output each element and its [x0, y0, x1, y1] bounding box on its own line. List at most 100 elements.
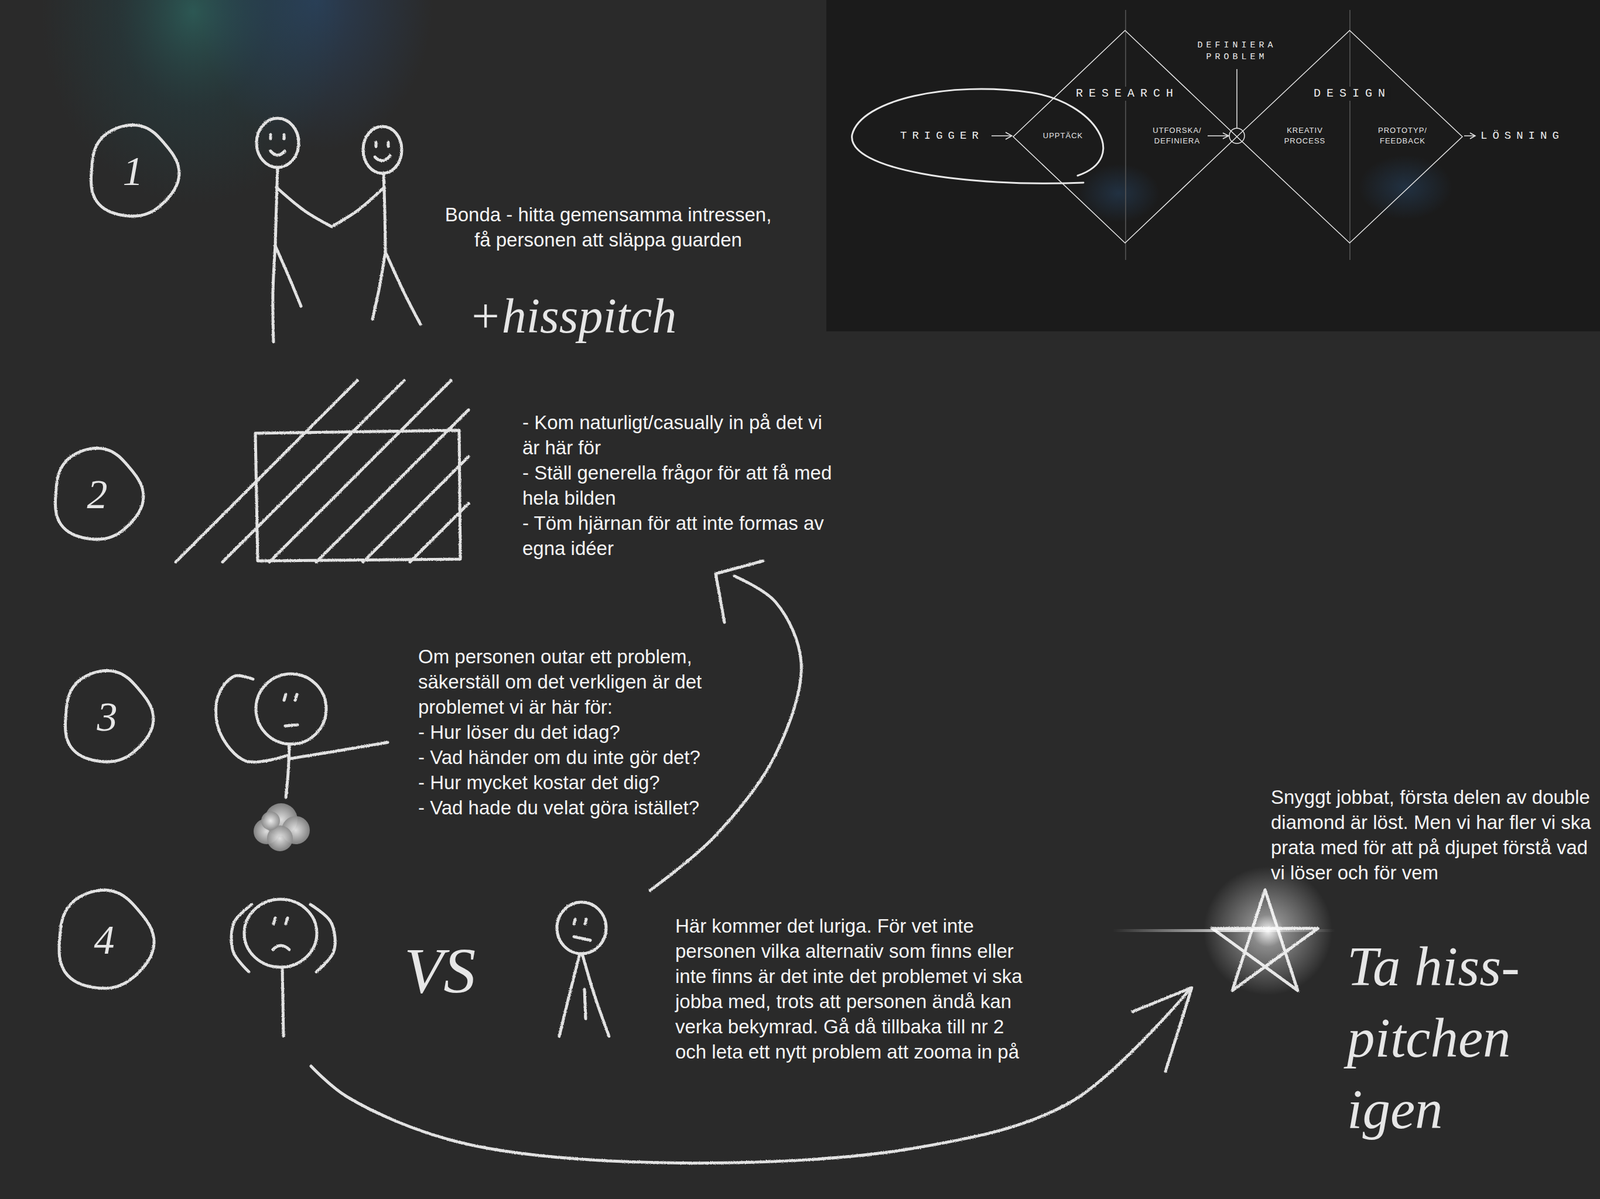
text-column: Snyggt jobbat, första delen av double di…: [1270, 784, 1592, 886]
step-number: 3: [97, 696, 118, 738]
person-body: [282, 967, 284, 1037]
arrow-head: [1132, 987, 1192, 1072]
back-arrow: [650, 576, 802, 891]
person-eyes: [573, 919, 587, 925]
person-eyes: [284, 694, 297, 701]
diamond-shape: [1013, 30, 1237, 244]
cloud-puff: [261, 811, 280, 831]
worry-cloud: [253, 803, 310, 852]
handwritten-note: Ta hiss- pitchen igen: [1346, 931, 1593, 1146]
hand-on-head: [310, 904, 335, 973]
question-bullet: - Vad hade du velat göra istället?: [418, 795, 711, 821]
star-flare: [1112, 929, 1336, 933]
solution-label: LÖSNING: [1480, 128, 1565, 144]
person-leg: [385, 251, 421, 325]
step-number-circle: 4: [55, 891, 154, 990]
phase-title: RESEARCH: [1072, 86, 1179, 101]
pointer-line: [1236, 69, 1238, 129]
glow: [199, 0, 434, 153]
handwritten-note: +hisspitch: [468, 286, 677, 346]
hand-drawn-circle: [91, 124, 180, 217]
panel-lines: [852, 9, 1476, 261]
step-note: Om personen outar ett problem, säkerstäl…: [418, 644, 711, 720]
person-arm: [276, 187, 332, 227]
person-body: [383, 173, 386, 252]
text-column: Om personen outar ett problem, säkerstäl…: [418, 644, 711, 821]
photo-glow: [1358, 155, 1453, 220]
person-head: [556, 902, 607, 955]
step-number-circle: 2: [51, 449, 143, 541]
step-number: 4: [94, 920, 115, 962]
text-column: Här kommer det luriga. För vet inte pers…: [675, 913, 1036, 1065]
small-arrow: [991, 135, 1012, 137]
phase-title: DESIGN: [1310, 86, 1391, 101]
person-mouth: [573, 937, 591, 941]
text-column: - Kom naturligt/casually in på det vi är…: [522, 409, 836, 562]
step-number-circle: 3: [61, 671, 153, 764]
person-leg: [372, 251, 386, 320]
hatch-line: [363, 456, 469, 563]
step-note: Här kommer det luriga. För vet inte pers…: [675, 913, 1036, 1065]
phase-step: UPPTÄCK: [1033, 130, 1093, 142]
small-arrow: [1207, 135, 1229, 137]
pen-loop: [852, 89, 1104, 184]
question-bullet: - Hur mycket kostar det dig?: [418, 770, 711, 796]
diamond-shape: [1236, 30, 1463, 244]
step-number-circle: 1: [87, 125, 179, 218]
phase-step: UTFORSKA/ DEFINIERA: [1147, 125, 1207, 147]
phase-step: KREATIV PROCESS: [1275, 125, 1335, 147]
question-bullet: - Vad händer om du inte gör det?: [418, 744, 711, 771]
person-body: [584, 989, 586, 1020]
person-eyes: [273, 918, 288, 925]
person-eyes: [375, 142, 389, 147]
person-body: [285, 744, 290, 798]
hatch-line: [222, 380, 405, 563]
person-leg: [272, 245, 276, 343]
hand-drawn-circle: [55, 448, 144, 540]
step-bullet: - Kom naturligt/casually in på det vi är…: [522, 409, 836, 461]
hand-on-head: [231, 904, 252, 973]
person-body: [275, 167, 278, 246]
arrow-head: [715, 561, 764, 623]
person-head: [363, 126, 402, 174]
question-bullet: - Hur löser du det idag?: [418, 719, 711, 745]
person-sad-mouth: [272, 945, 290, 950]
photo-glow: [1077, 163, 1160, 223]
step-number: 1: [122, 151, 144, 193]
small-arrow-head: [1469, 132, 1476, 139]
hatch-line: [316, 409, 469, 563]
hatch-line: [409, 503, 469, 563]
versus-mark: VS: [404, 935, 476, 1007]
person-head: [255, 674, 327, 745]
person-arm: [333, 187, 385, 226]
phase-diamond: DESIGN KREATIV PROCESS PROTOTYP/ FEEDBACK: [1236, 30, 1463, 244]
person-head: [256, 118, 299, 168]
diagram-panel: [826, 0, 1600, 332]
summary-note: Snyggt jobbat, första delen av double di…: [1270, 784, 1592, 886]
phase-diamond: RESEARCH UPPTÄCK UTFORSKA/ DEFINIERA: [1013, 30, 1237, 244]
step-note: Bonda - hitta gemensamma intressen, få p…: [439, 202, 777, 253]
hand-drawn-circle: [59, 890, 155, 989]
person-smile: [374, 155, 391, 162]
step-number: 2: [87, 474, 108, 516]
person-leg: [275, 245, 302, 307]
trigger-label: TRIGGER: [900, 128, 984, 144]
small-arrow-head: [1222, 132, 1229, 139]
person-eyes: [270, 134, 285, 139]
guide-line: [1349, 9, 1351, 261]
phase-step: PROTOTYP/ FEEDBACK: [1373, 125, 1432, 147]
person-mouth: [285, 725, 298, 727]
small-arrow-head: [1005, 132, 1013, 140]
person-arm: [216, 675, 289, 763]
person-leg: [582, 954, 610, 1037]
step-bullet: - Töm hjärnan för att inte formas av egn…: [522, 510, 836, 562]
diamond-outline: [1236, 30, 1463, 244]
guide-line: [1125, 9, 1127, 261]
person-head: [244, 899, 317, 968]
hand-drawn-circle: [65, 670, 154, 762]
person-smile: [270, 151, 285, 156]
person-leg: [559, 954, 580, 1037]
milestone-label: DEFINIERA PROBLEM: [1190, 39, 1284, 64]
hatch-line: [269, 380, 451, 563]
hatch-line: [175, 380, 358, 563]
